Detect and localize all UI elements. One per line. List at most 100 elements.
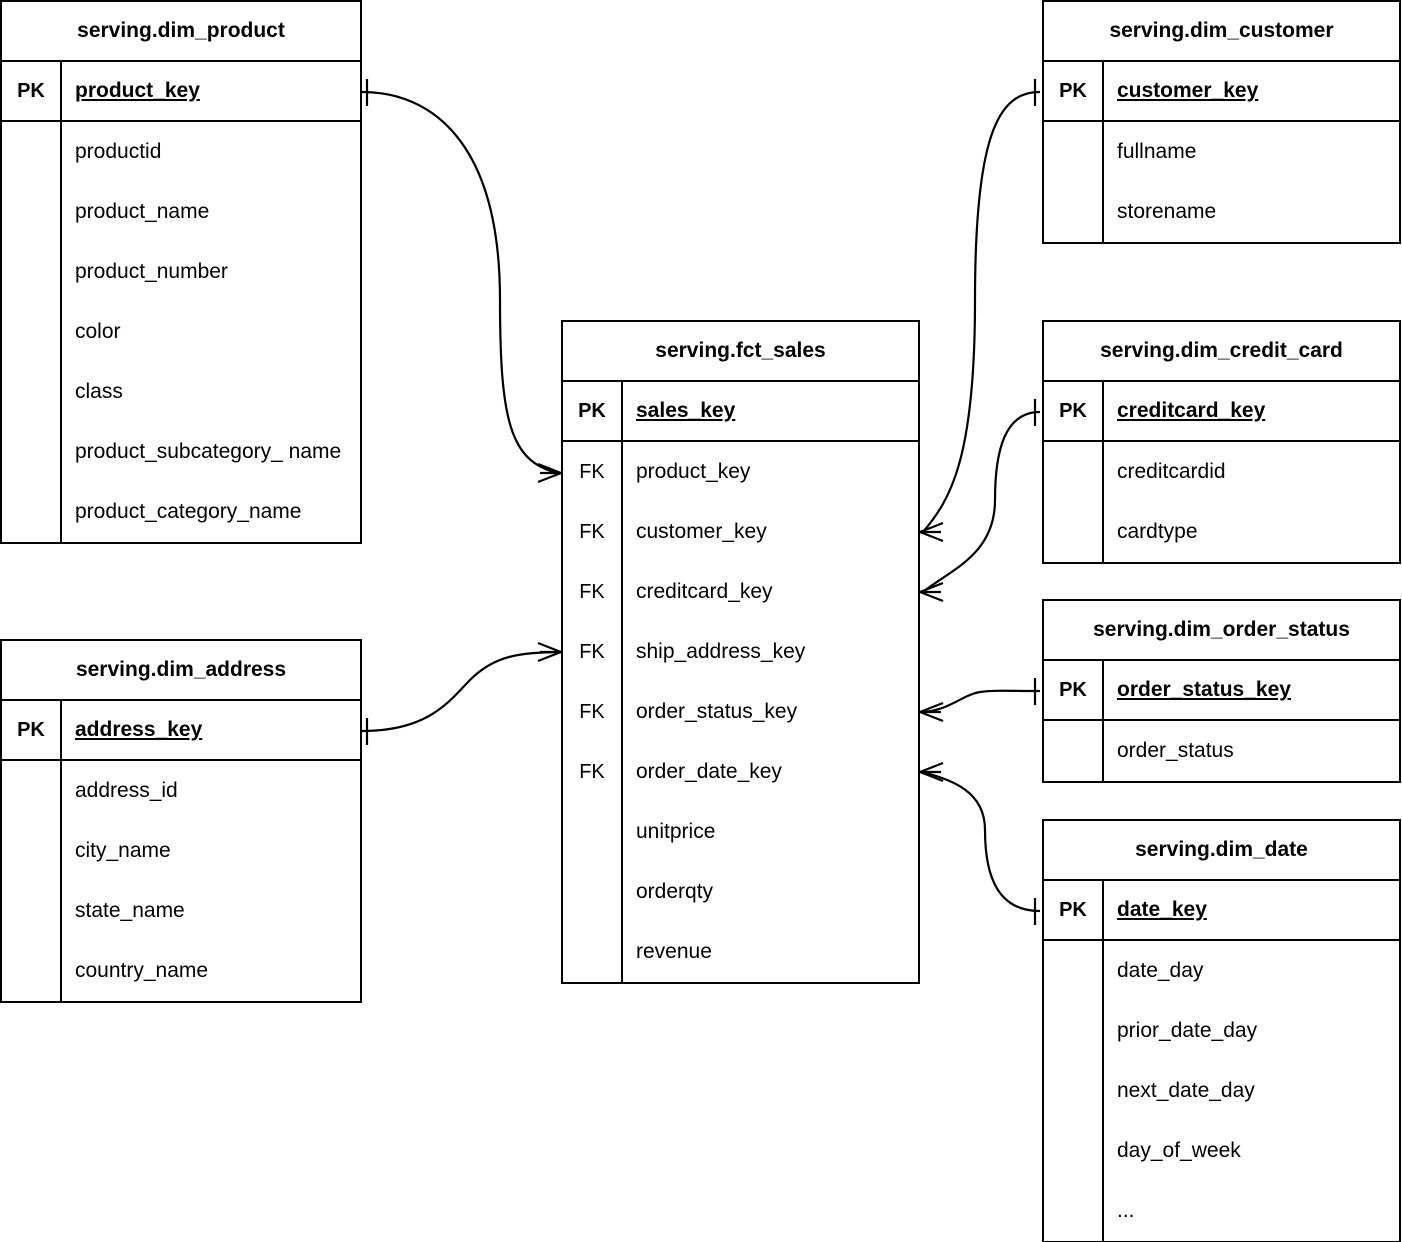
field-city-name: city_name [75, 839, 171, 862]
table-row-pk-dim-date[interactable]: PK date_key [1044, 881, 1399, 941]
table-row-pk-dim-order-status[interactable]: PK order_status_key [1044, 661, 1399, 721]
field-storename: storename [1117, 200, 1217, 223]
entity-fct-sales[interactable]: serving.fct_sales PK sales_key FK produc… [561, 320, 920, 984]
field-prior-date-day: prior_date_day [1117, 1019, 1258, 1042]
field-product-subcategory-name: product_subcategory_ name [75, 440, 342, 464]
key-spacer [563, 922, 623, 982]
table-row-pk-fct-sales[interactable]: PK sales_key [563, 382, 918, 442]
table-row[interactable]: FK order_date_key [563, 742, 918, 802]
pk-badge: PK [2, 62, 62, 120]
key-spacer [2, 821, 62, 881]
key-spacer [2, 881, 62, 941]
field-product-category-name: product_category_name [75, 500, 302, 523]
field-day-of-week: day_of_week [1117, 1139, 1241, 1162]
key-spacer [2, 422, 62, 482]
table-row-pk-dim-address[interactable]: PK address_key [2, 701, 360, 761]
table-row[interactable]: day_of_week [1044, 1121, 1399, 1181]
key-spacer [1044, 1061, 1104, 1121]
entity-dim-customer[interactable]: serving.dim_customer PK customer_key ful… [1042, 0, 1401, 244]
crowsfoot-product-b [537, 471, 562, 484]
table-row[interactable]: class [2, 362, 360, 422]
entity-title-dim-product: serving.dim_product [2, 2, 360, 62]
table-row[interactable]: city_name [2, 821, 360, 881]
pk-badge: PK [1044, 661, 1104, 719]
table-row[interactable]: storename [1044, 182, 1399, 242]
entity-dim-address[interactable]: serving.dim_address PK address_key addre… [0, 639, 362, 1003]
table-row[interactable]: FK order_status_key [563, 682, 918, 742]
table-row[interactable]: prior_date_day [1044, 1001, 1399, 1061]
field-list-dim-date: date_day prior_date_day next_date_day da… [1044, 941, 1399, 1241]
field-orderqty: orderqty [636, 880, 714, 903]
key-spacer [563, 802, 623, 862]
field-product-key: product_key [636, 460, 751, 483]
table-row[interactable]: ... [1044, 1181, 1399, 1241]
table-row[interactable]: unitprice [563, 802, 918, 862]
field-order-status: order_status [1117, 739, 1234, 762]
table-row[interactable]: address_id [2, 761, 360, 821]
crowsfoot-address-a [537, 641, 562, 654]
table-row[interactable]: creditcardid [1044, 442, 1399, 502]
table-row-pk-dim-product[interactable]: PK product_key [2, 62, 360, 122]
table-row[interactable]: product_name [2, 182, 360, 242]
entity-dim-order-status[interactable]: serving.dim_order_status PK order_status… [1042, 599, 1401, 783]
pk-badge: PK [1044, 881, 1104, 939]
key-spacer [1044, 1121, 1104, 1181]
key-spacer [1044, 122, 1104, 182]
entity-dim-credit-card[interactable]: serving.dim_credit_card PK creditcard_ke… [1042, 320, 1401, 564]
table-row[interactable]: color [2, 302, 360, 362]
table-row[interactable]: state_name [2, 881, 360, 941]
table-row[interactable]: productid [2, 122, 360, 182]
key-spacer [2, 302, 62, 362]
table-row-pk-dim-customer[interactable]: PK customer_key [1044, 62, 1399, 122]
pk-badge: PK [2, 701, 62, 759]
table-row[interactable]: FK product_key [563, 442, 918, 502]
key-spacer [1044, 502, 1104, 562]
key-spacer [2, 242, 62, 302]
key-spacer [1044, 1001, 1104, 1061]
field-cardtype: cardtype [1117, 520, 1198, 543]
table-row[interactable]: revenue [563, 922, 918, 982]
entity-dim-date[interactable]: serving.dim_date PK date_key date_day pr… [1042, 819, 1401, 1242]
field-date-key: date_key [1117, 898, 1207, 921]
key-spacer [2, 362, 62, 422]
field-order-status-key: order_status_key [1117, 678, 1291, 701]
fk-badge: FK [563, 442, 623, 502]
table-row[interactable]: FK customer_key [563, 502, 918, 562]
key-spacer [563, 862, 623, 922]
table-row[interactable]: date_day [1044, 941, 1399, 1001]
field-list-dim-customer: fullname storename [1044, 122, 1399, 242]
key-spacer [1044, 941, 1104, 1001]
key-spacer [2, 761, 62, 821]
pk-badge: PK [1044, 62, 1104, 120]
table-row[interactable]: FK creditcard_key [563, 562, 918, 622]
table-row[interactable]: fullname [1044, 122, 1399, 182]
relationship-product [361, 79, 562, 484]
field-sales-key: sales_key [636, 399, 736, 422]
field-next-date-day: next_date_day [1117, 1079, 1255, 1102]
table-row[interactable]: product_number [2, 242, 360, 302]
crowsfoot-customer-a [919, 521, 944, 534]
field-country-name: country_name [75, 959, 209, 982]
crowsfoot-date-b [919, 770, 944, 783]
table-row[interactable]: product_category_name [2, 482, 360, 542]
table-row[interactable]: FK ship_address_key [563, 622, 918, 682]
entity-title-dim-customer: serving.dim_customer [1044, 2, 1399, 62]
table-row[interactable]: next_date_day [1044, 1061, 1399, 1121]
field-product-number: product_number [75, 260, 228, 283]
table-row[interactable]: cardtype [1044, 502, 1399, 562]
entity-dim-product[interactable]: serving.dim_product PK product_key produ… [0, 0, 362, 544]
field-productid: productid [75, 140, 162, 163]
field-creditcard-key: creditcard_key [636, 580, 773, 603]
field-list-dim-product: productid product_name product_number co… [2, 122, 360, 542]
table-row[interactable]: orderqty [563, 862, 918, 922]
table-row[interactable]: country_name [2, 941, 360, 1001]
field-ship-address-key: ship_address_key [636, 640, 806, 663]
fk-badge: FK [563, 682, 623, 742]
crowsfoot-creditcard-a [919, 581, 944, 594]
table-row[interactable]: product_subcategory_ name [2, 422, 360, 482]
table-row-pk-dim-credit-card[interactable]: PK creditcard_key [1044, 382, 1399, 442]
field-list-dim-order-status: order_status [1044, 721, 1399, 781]
relationship-address [361, 641, 562, 745]
table-row[interactable]: order_status [1044, 721, 1399, 781]
